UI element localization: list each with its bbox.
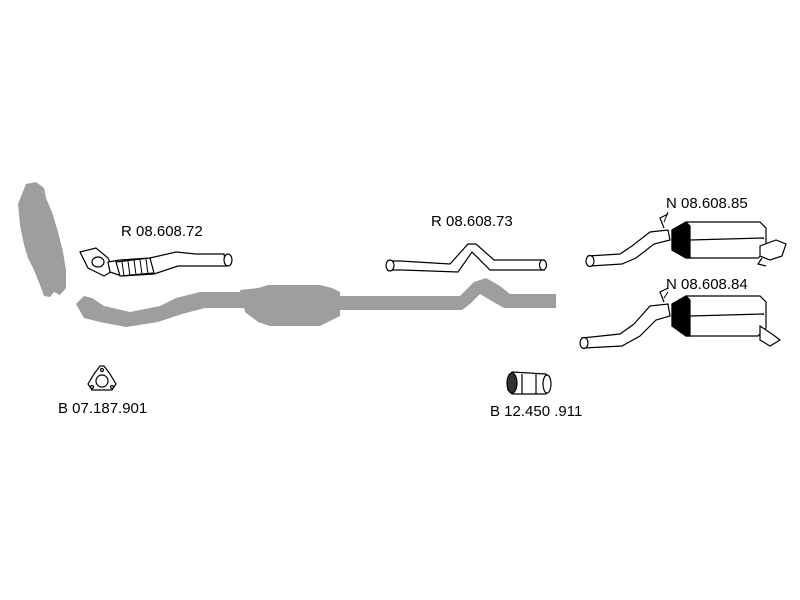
- front-pipe-label: R 08.608.72: [121, 223, 203, 240]
- center-pipe-label: R 08.608.73: [431, 213, 513, 230]
- clamp-part: [506, 371, 552, 395]
- gasket-part: [87, 365, 117, 391]
- rear-muffler-top-tail-hook: [757, 257, 767, 267]
- rear-muffler-bottom-label: N 08.608.84: [666, 276, 748, 293]
- rear-muffler-top-hanger: [659, 213, 669, 229]
- rear-muffler-top-pipe: [587, 229, 671, 267]
- catalytic-converter-silhouette: [18, 182, 66, 297]
- gasket-bolt-hole-left: [89, 384, 95, 390]
- rear-muffler-bottom-seam: [689, 313, 765, 317]
- rear-muffler-top-tail: [759, 239, 787, 261]
- gasket-bolt-hole-right: [109, 384, 115, 390]
- assembly-silhouette: [18, 182, 556, 327]
- clamp-right-end: [542, 374, 552, 394]
- rear-muffler-bottom-leader: [663, 291, 669, 299]
- front-pipe-silhouette: [76, 292, 245, 327]
- rear-muffler-bottom-can-side: [671, 295, 691, 337]
- rear-muffler-bottom-pipe: [581, 303, 671, 349]
- gasket-hole: [95, 374, 109, 388]
- clamp-left-end: [506, 372, 518, 394]
- front-pipe-flange-hole: [91, 256, 105, 268]
- rear-muffler-bottom-tail: [759, 324, 782, 347]
- front-pipe-part: [79, 247, 233, 277]
- gasket-bolt-hole-top: [99, 367, 105, 373]
- center-pipe-inlet: [385, 259, 395, 272]
- front-pipe-outlet: [223, 253, 233, 267]
- rear-muffler-top-inlet: [585, 254, 595, 268]
- center-pipe-outlet: [538, 259, 548, 271]
- front-pipe-flex-ribs: [121, 258, 149, 277]
- rear-muffler-bottom-inlet: [579, 336, 589, 350]
- middle-muffler-silhouette: [240, 285, 340, 326]
- rear-muffler-top-label: N 08.608.85: [666, 195, 748, 212]
- rear-muffler-top-seam: [689, 237, 765, 241]
- center-pipe-part: [385, 243, 548, 273]
- center-pipe-body: [387, 243, 545, 273]
- rear-muffler-top-leader: [663, 211, 669, 223]
- rear-muffler-top-can-side: [671, 221, 691, 259]
- rear-muffler-bottom-hanger: [659, 287, 669, 303]
- rear-muffler-top-part: [585, 213, 787, 268]
- rear-muffler-bottom-part: [579, 287, 782, 350]
- rear-pipe-silhouette: [340, 278, 556, 310]
- gasket-label: B 07.187.901: [58, 400, 147, 417]
- clamp-label: B 12.450 .911: [490, 403, 582, 420]
